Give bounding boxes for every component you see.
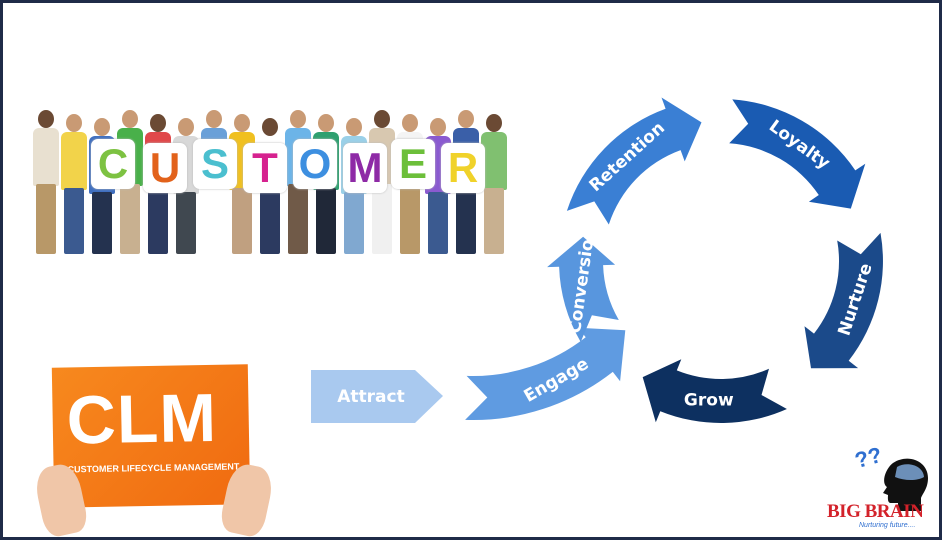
attract-arrow [311, 370, 443, 423]
letter-card: E [391, 139, 435, 189]
logo-name: BIG BRAIN [827, 501, 924, 522]
letter-card: C [91, 139, 135, 189]
logo-tagline: Nurturing future.... [859, 522, 916, 529]
customer-lifecycle-diagram: Attract Engage Conversion Retention Loya… [311, 97, 883, 424]
person [479, 108, 509, 258]
nurture-arrow [804, 232, 883, 369]
grow-label: Grow [684, 391, 734, 411]
conversion-arrow [547, 236, 619, 342]
big-brain-logo: ?? BIG BRAIN Nurturing future.... [825, 442, 937, 533]
letter-card: S [193, 139, 237, 189]
head-silhouette-icon [883, 458, 928, 511]
engage-arrow [465, 327, 626, 421]
attract-label: Attract [337, 387, 404, 407]
letter-card: M [343, 143, 387, 193]
letter-card: R [441, 143, 485, 193]
person [59, 108, 89, 258]
person [31, 108, 61, 258]
retention-arrow [566, 97, 702, 225]
loyalty-arrow [729, 99, 866, 209]
letter-card: U [143, 143, 187, 193]
letter-card: O [293, 139, 337, 189]
letter-card: T [243, 143, 287, 193]
grow-arrow [642, 359, 787, 424]
